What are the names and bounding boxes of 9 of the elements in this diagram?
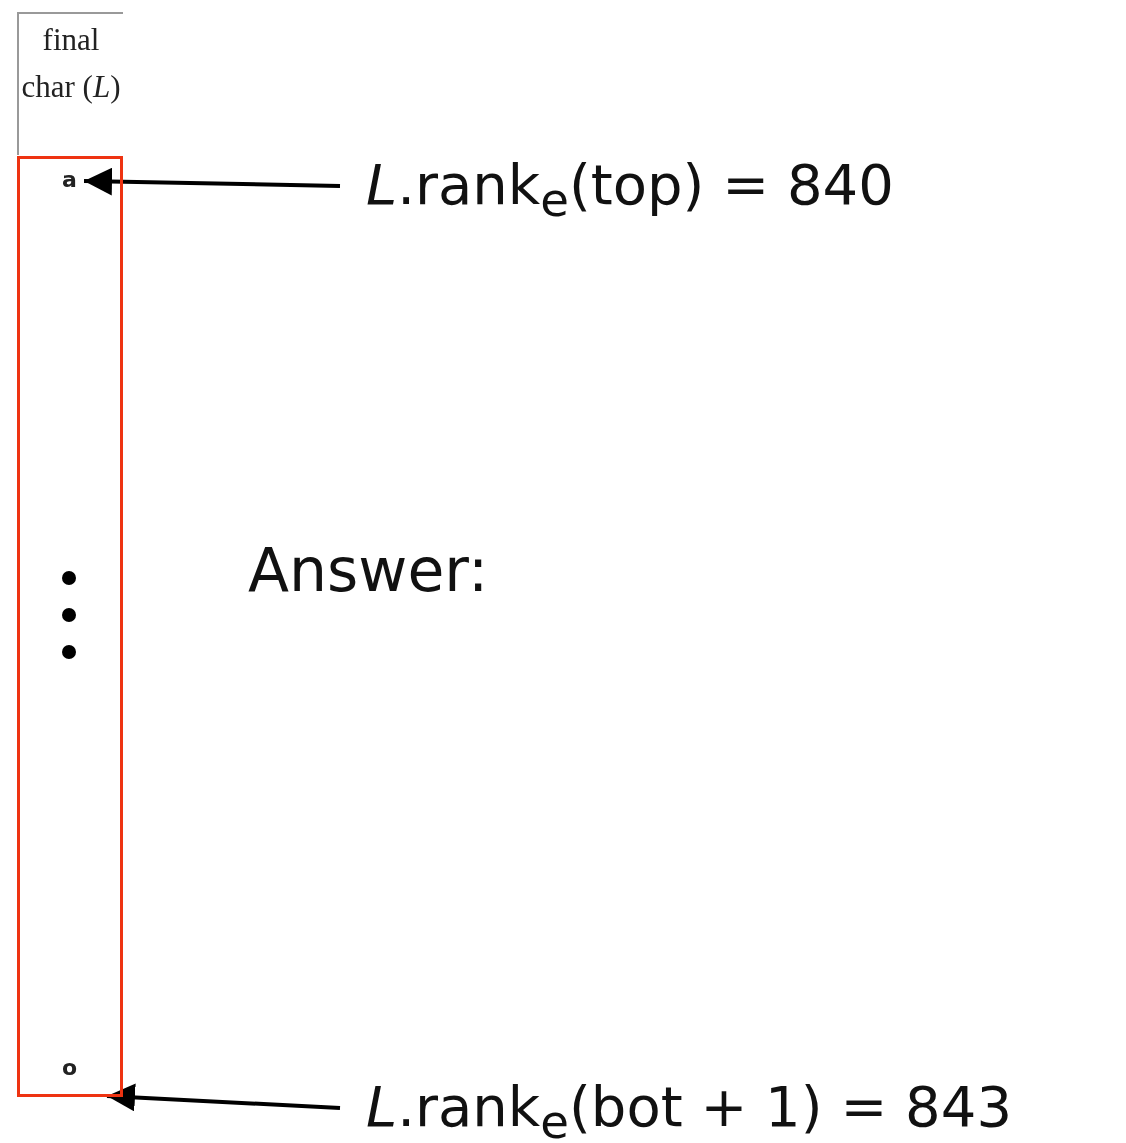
column-header: final char (L) <box>17 12 123 155</box>
arrow <box>106 1083 341 1112</box>
formula-text: L.rank$_{e}$(bot + 1) = 843 <box>366 1072 1126 1143</box>
answer-text: Answer: <box>248 535 489 605</box>
table-cell-text: a <box>62 167 82 195</box>
highlight-box <box>17 156 123 1097</box>
arrow <box>83 167 341 196</box>
formula-text: L.rank$_{e}$(top) = 840 <box>366 150 1006 222</box>
table-cell-text: o <box>62 1055 82 1083</box>
